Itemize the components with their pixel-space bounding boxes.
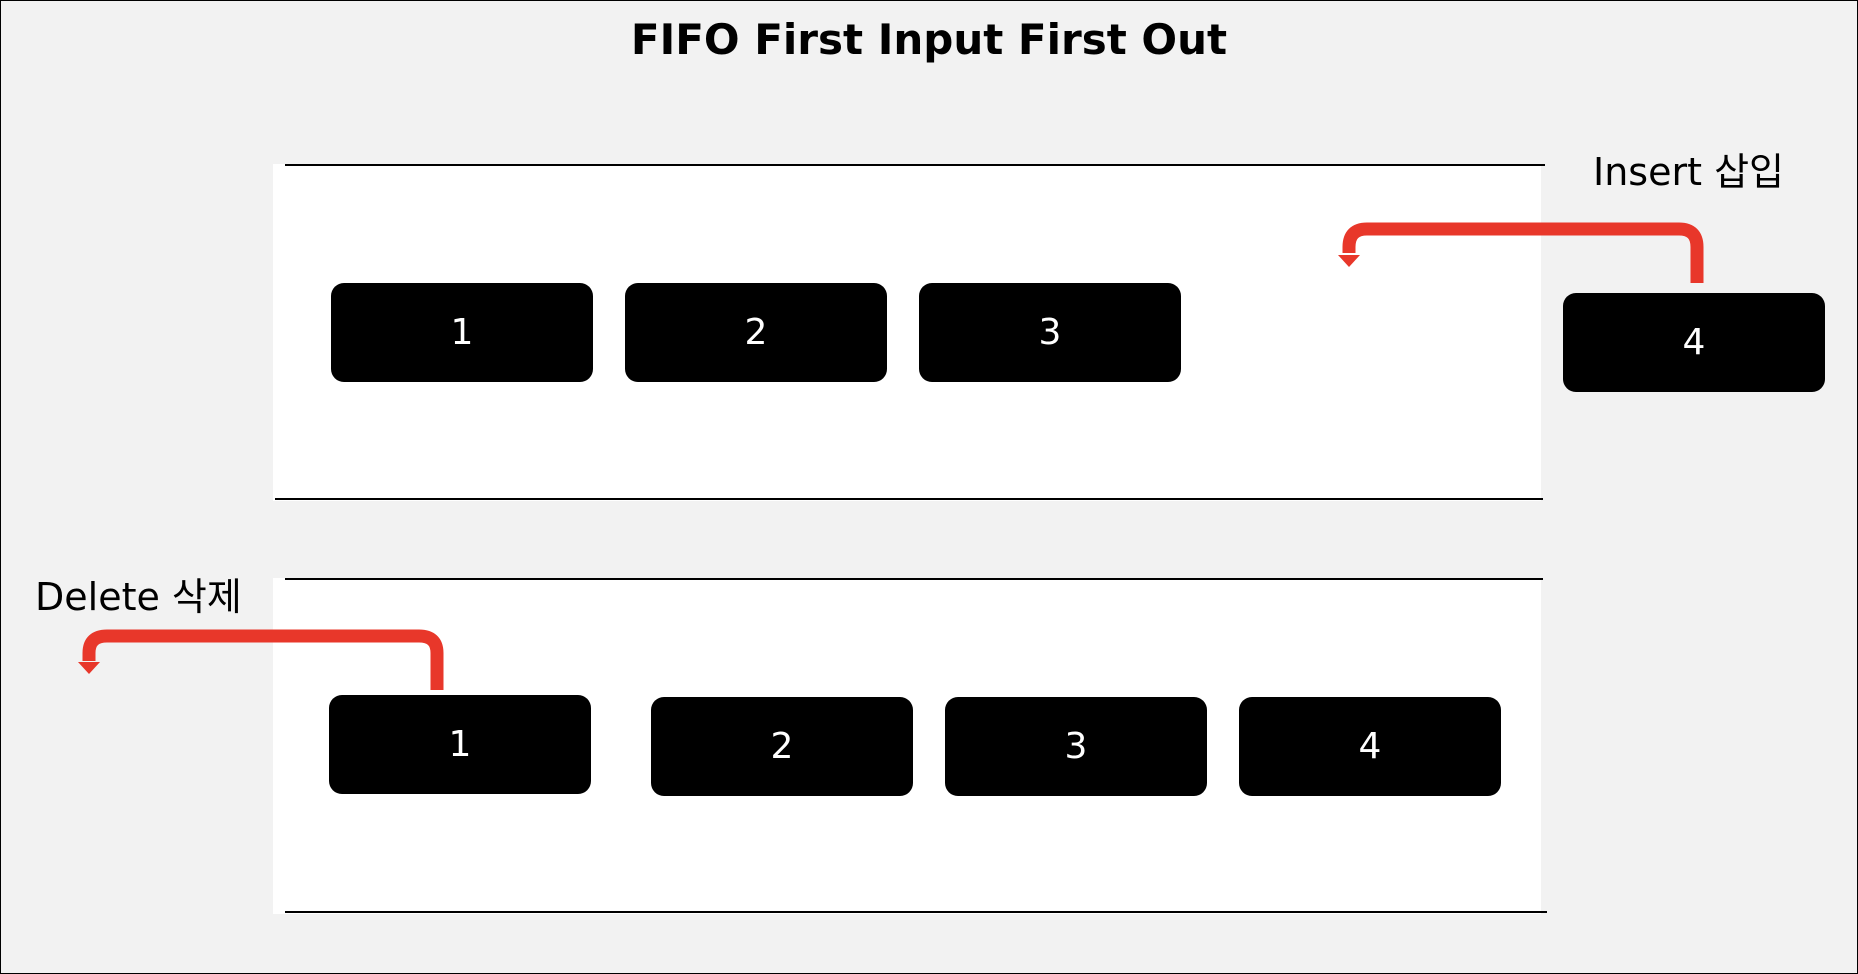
delete-queue-bottom-line (285, 911, 1547, 913)
insert-queue-bottom-line (275, 498, 1543, 500)
insert-arrowhead (1338, 255, 1360, 267)
diagram-title: FIFO First Input First Out (630, 15, 1228, 64)
incoming-item: 4 (1563, 293, 1825, 392)
delete-queue-item: 4 (1239, 697, 1501, 796)
delete-queue-item: 3 (945, 697, 1207, 796)
delete-queue-item: 2 (651, 697, 913, 796)
insert-queue-item: 3 (919, 283, 1181, 382)
delete-label: Delete 삭제 (35, 575, 242, 619)
delete-arrow (82, 629, 444, 690)
insert-queue-item: 2 (625, 283, 887, 382)
insert-label: Insert 삽입 (1593, 150, 1784, 194)
insert-arrow (1342, 222, 1704, 283)
insert-queue-item: 1 (331, 283, 593, 382)
delete-arrowhead (78, 662, 100, 674)
delete-queue-top-line (285, 578, 1543, 580)
delete-queue-item: 1 (329, 695, 591, 794)
insert-queue-top-line (285, 164, 1545, 166)
